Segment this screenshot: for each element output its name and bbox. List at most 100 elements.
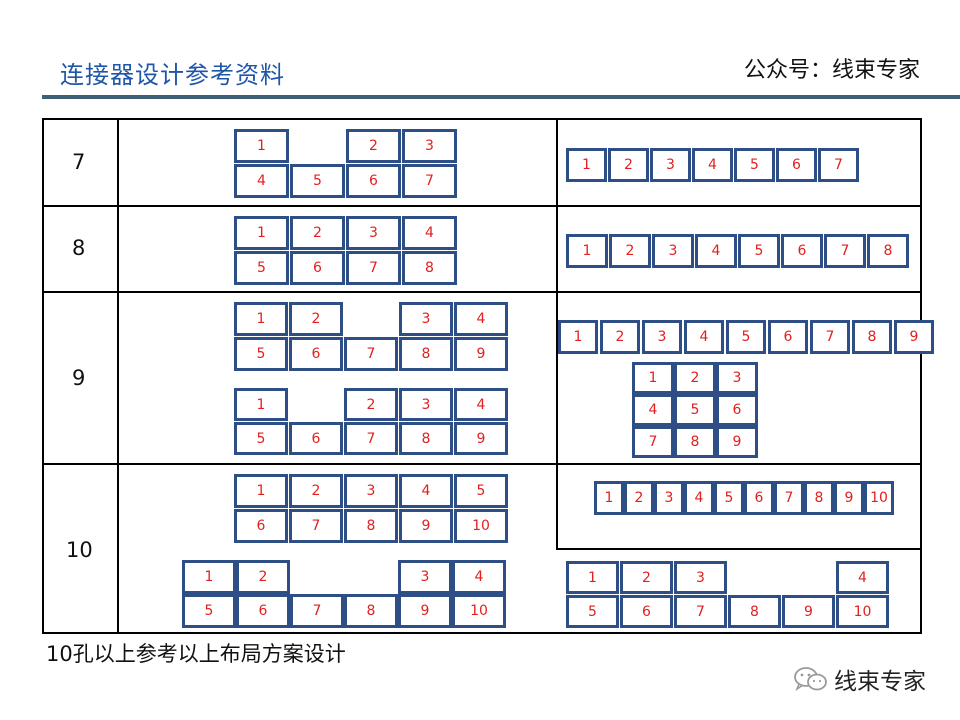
pin-cell: 5 xyxy=(182,594,236,628)
wechat-icon xyxy=(794,667,827,692)
pin-cell: 7 xyxy=(344,337,398,371)
pin-cell: 1 xyxy=(566,148,607,182)
pin-cell: 6 xyxy=(289,337,343,371)
pin-cell: 9 xyxy=(716,426,758,458)
pin-cell: 9 xyxy=(834,481,864,515)
pin-cell: 5 xyxy=(234,422,288,455)
pin-cell: 7 xyxy=(810,320,850,354)
pin-cell: 8 xyxy=(867,234,909,268)
pin-cell: 8 xyxy=(344,594,398,628)
pin-cell: 4 xyxy=(234,164,289,198)
pin-cell: 7 xyxy=(344,422,398,455)
wechat-label: 线束专家 xyxy=(834,669,926,695)
pin-cell: 3 xyxy=(344,474,398,508)
pin-cell: 2 xyxy=(346,129,401,163)
pin-cell: 1 xyxy=(234,129,289,163)
pin-cell: 1 xyxy=(234,302,288,336)
pin-cell: 6 xyxy=(290,251,345,285)
row-divider-1 xyxy=(44,205,920,207)
pin-cell: 2 xyxy=(344,388,398,421)
pin-cell: 3 xyxy=(716,362,758,394)
pin-cell: 5 xyxy=(234,251,289,285)
row-label-10: 10 xyxy=(66,538,93,562)
pin-cell: 7 xyxy=(674,595,727,628)
pin-cell: 7 xyxy=(346,251,401,285)
pin-cell: 4 xyxy=(632,394,674,426)
pin-cell: 5 xyxy=(566,595,619,628)
pin-cell: 4 xyxy=(692,148,733,182)
column-divider-middle xyxy=(556,120,558,550)
pin-cell: 6 xyxy=(234,509,288,543)
pin-cell: 5 xyxy=(714,481,744,515)
pin-cell: 3 xyxy=(652,234,694,268)
pin-cell: 7 xyxy=(289,509,343,543)
row-label-7: 7 xyxy=(72,150,86,174)
pin-cell: 1 xyxy=(234,474,288,508)
pin-cell: 3 xyxy=(642,320,682,354)
pin-cell: 6 xyxy=(620,595,673,628)
pin-cell: 8 xyxy=(399,337,453,371)
pin-cell: 7 xyxy=(774,481,804,515)
pin-cell: 1 xyxy=(234,216,289,250)
pin-cell: 5 xyxy=(726,320,766,354)
pin-cell: 8 xyxy=(804,481,834,515)
pin-cell: 1 xyxy=(566,234,608,268)
pin-cell: 2 xyxy=(620,561,673,594)
pin-cell: 6 xyxy=(346,164,401,198)
pin-cell: 9 xyxy=(782,595,835,628)
pin-cell: 7 xyxy=(632,426,674,458)
row-divider-3 xyxy=(44,463,920,465)
pin-cell: 5 xyxy=(734,148,775,182)
pin-cell: 4 xyxy=(836,561,889,594)
pin-cell: 4 xyxy=(399,474,453,508)
pin-cell: 8 xyxy=(852,320,892,354)
pin-cell: 6 xyxy=(781,234,823,268)
footer-note: 10孔以上参考以上布局方案设计 xyxy=(46,642,346,666)
pin-cell: 7 xyxy=(824,234,866,268)
pin-cell: 6 xyxy=(289,422,343,455)
pin-cell: 1 xyxy=(566,561,619,594)
pin-cell: 1 xyxy=(558,320,598,354)
pin-cell: 9 xyxy=(454,422,508,455)
pin-cell: 8 xyxy=(344,509,398,543)
pin-cell: 5 xyxy=(454,474,508,508)
pin-cell: 1 xyxy=(594,481,624,515)
pin-cell: 4 xyxy=(452,560,506,594)
column-divider-label xyxy=(117,120,119,632)
pin-cell: 10 xyxy=(454,509,508,543)
pin-cell: 7 xyxy=(402,164,457,198)
pin-cell: 3 xyxy=(399,388,453,421)
pin-cell: 10 xyxy=(864,481,894,515)
pin-cell: 9 xyxy=(398,594,452,628)
pin-cell: 3 xyxy=(674,561,727,594)
pin-cell: 2 xyxy=(624,481,654,515)
pin-cell: 4 xyxy=(684,481,714,515)
pin-cell: 9 xyxy=(399,509,453,543)
pin-cell: 3 xyxy=(398,560,452,594)
pin-cell: 10 xyxy=(452,594,506,628)
pin-cell: 3 xyxy=(346,216,401,250)
pin-cell: 4 xyxy=(454,302,508,336)
pin-cell: 6 xyxy=(236,594,290,628)
account-name: 公众号：线束专家 xyxy=(743,58,920,83)
pin-cell: 2 xyxy=(600,320,640,354)
header-divider xyxy=(42,95,960,99)
page-title: 连接器设计参考资料 xyxy=(60,61,285,89)
pin-cell: 6 xyxy=(768,320,808,354)
pin-cell: 2 xyxy=(289,302,343,336)
pin-cell: 2 xyxy=(290,216,345,250)
pin-cell: 7 xyxy=(818,148,859,182)
pin-cell: 5 xyxy=(290,164,345,198)
pin-cell: 3 xyxy=(402,129,457,163)
pin-cell: 5 xyxy=(738,234,780,268)
row-divider-2 xyxy=(44,291,920,293)
pin-cell: 2 xyxy=(608,148,649,182)
pin-cell: 8 xyxy=(402,251,457,285)
row-label-8: 8 xyxy=(72,236,86,260)
pin-cell: 6 xyxy=(716,394,758,426)
pin-cell: 7 xyxy=(290,594,344,628)
pin-cell: 2 xyxy=(674,362,716,394)
pin-cell: 9 xyxy=(894,320,934,354)
pin-cell: 2 xyxy=(609,234,651,268)
wechat-watermark: 线束专家 xyxy=(792,662,926,696)
